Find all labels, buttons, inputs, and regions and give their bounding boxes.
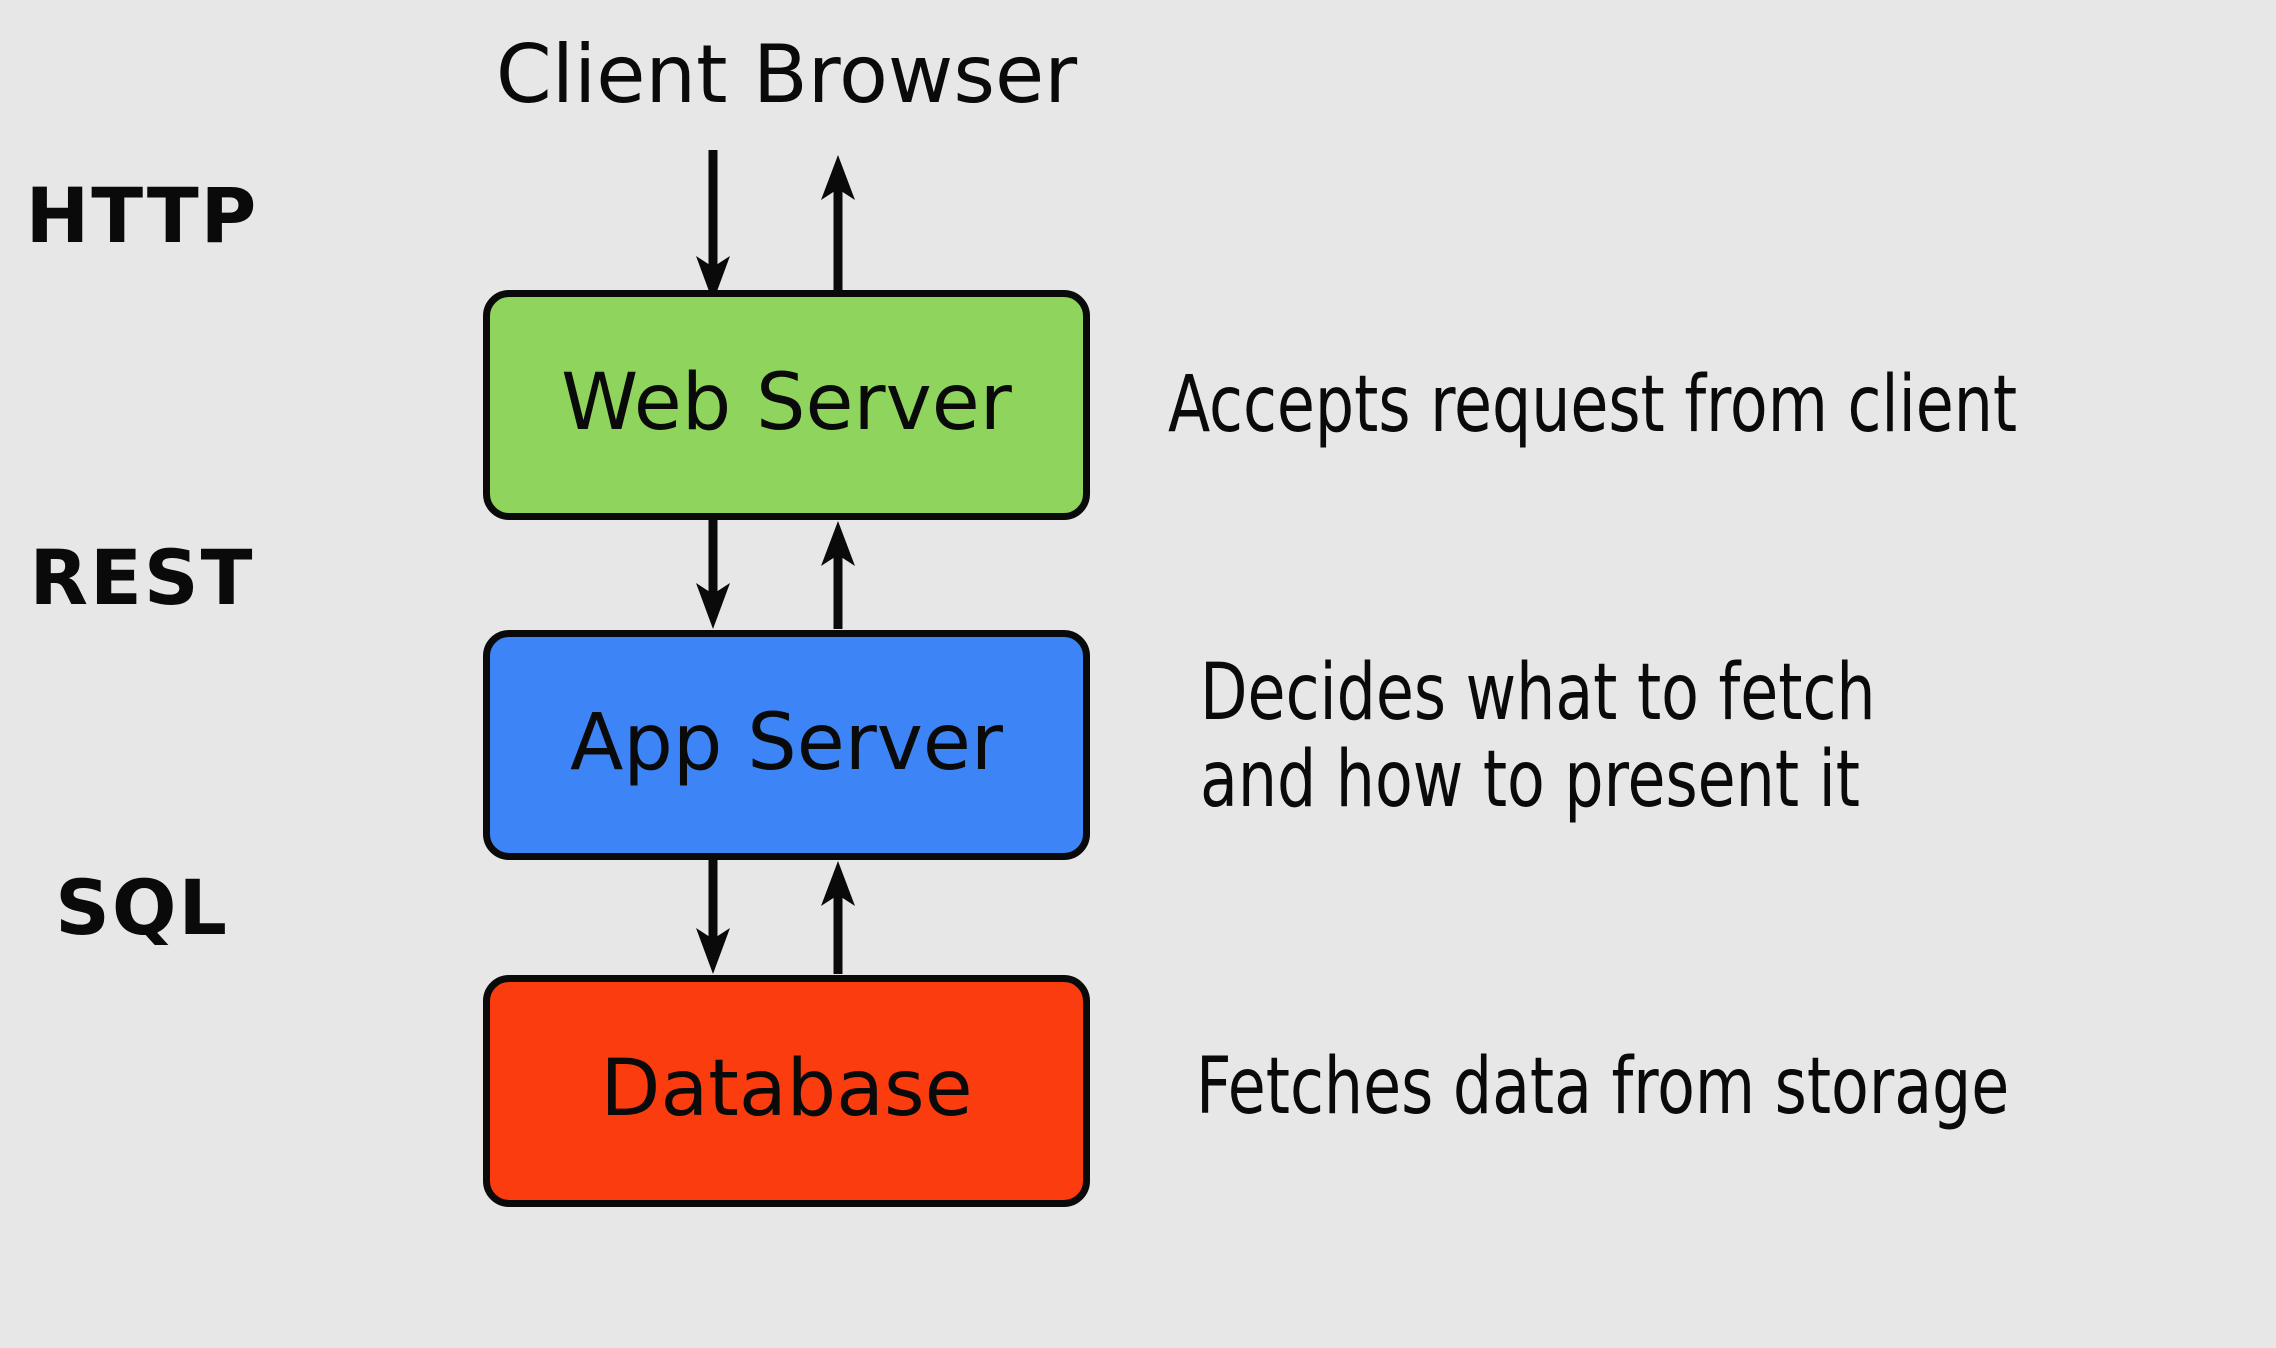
- description-database: Fetches data from storage: [1196, 1042, 2010, 1132]
- node-app-server-label: App Server: [570, 698, 1003, 788]
- protocol-label-sql: SQL: [55, 863, 229, 952]
- arrow-down-sql: [696, 859, 730, 974]
- description-app-server: Decides what to fetch and how to present…: [1200, 648, 1876, 826]
- connector-web-to-app: [696, 519, 855, 629]
- arrow-up-sql: [821, 861, 855, 974]
- arrow-up-rest: [821, 521, 855, 629]
- connector-browser-to-web: [696, 150, 855, 302]
- arrow-up-http: [821, 155, 855, 302]
- client-browser-label: Client Browser: [495, 28, 1078, 121]
- protocol-label-http: HTTP: [25, 171, 259, 260]
- description-web-server: Accepts request from client: [1168, 360, 2018, 450]
- node-web-server[interactable]: Web Server: [483, 290, 1090, 520]
- arrow-down-http: [696, 150, 730, 302]
- arrow-down-rest: [696, 519, 730, 629]
- node-database-label: Database: [600, 1044, 973, 1134]
- node-web-server-label: Web Server: [561, 358, 1012, 448]
- protocol-label-rest: REST: [29, 533, 255, 622]
- node-app-server[interactable]: App Server: [483, 630, 1090, 860]
- connector-app-to-db: [696, 859, 855, 974]
- node-database[interactable]: Database: [483, 975, 1090, 1207]
